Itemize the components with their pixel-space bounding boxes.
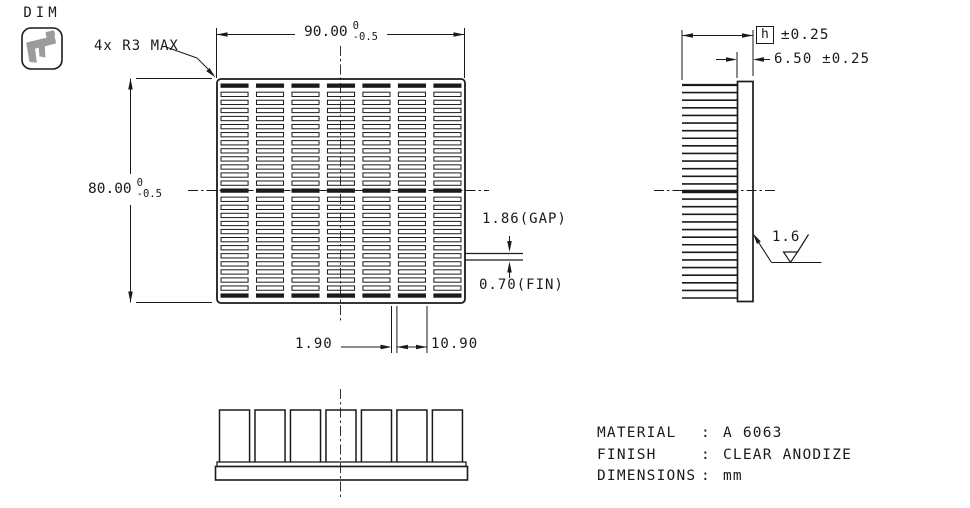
note-value: A 6063 [723,425,783,441]
fin-dimension-note: 0.70(FIN) [479,277,564,293]
gap-dimension-note: 1.86(GAP) [482,211,567,227]
note-label: FINISH [597,446,657,463]
height-variable-box: h [756,26,774,44]
note-sep: : [701,446,711,463]
caliper-icon [26,30,56,63]
height-dimension-value: 80.00 [88,181,132,197]
width-dimension-tolerance: 0 -0.5 [352,20,378,43]
height-dimension-tolerance: 0 -0.5 [136,177,162,200]
width-dimension: 90.00 0 -0.5 [287,21,395,43]
overall-height-dimension: h ±0.25 [756,26,829,44]
base-thickness-dimension: 6.50 ±0.25 [774,51,871,67]
dim-icon-label: DIM [23,5,61,21]
width-dimension-value: 90.00 [304,24,348,40]
height-dimension: 80.00 0 -0.5 [88,178,162,200]
note-label: MATERIAL [597,425,677,441]
height-tolerance: ±0.25 [780,27,830,43]
slot-width-dimension: 1.90 [295,336,333,352]
surface-roughness-value: 1.6 [772,229,801,245]
note-label: DIMENSIONS [597,468,697,484]
notes-block: MATERIAL : A 6063 FINISH : CLEAR ANODIZE… [597,423,852,488]
note-value: mm [723,468,743,484]
dim-icon [21,27,63,70]
note-sep: : [701,468,711,484]
pitch-dimension: 10.90 [431,336,479,352]
note-value: CLEAR ANODIZE [723,446,853,463]
note-sep: : [701,425,711,441]
corner-radius-note: 4x R3 MAX [94,38,179,54]
